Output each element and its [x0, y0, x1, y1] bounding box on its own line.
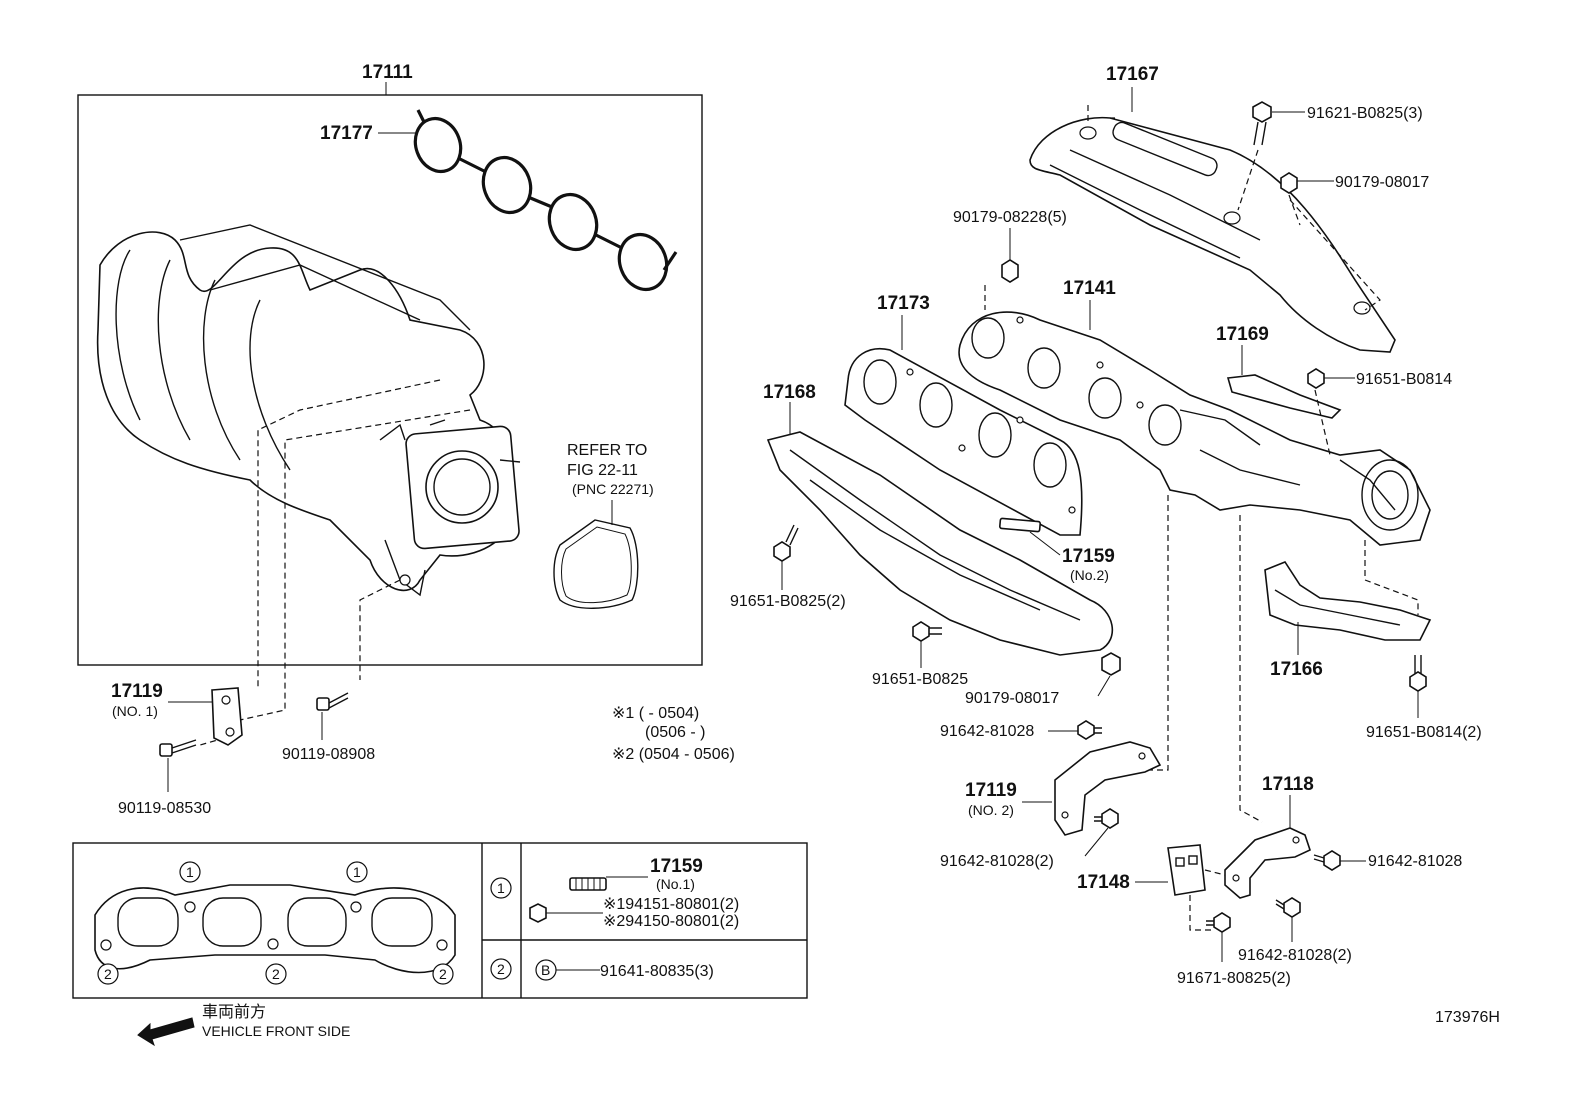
part-number-94151[interactable]: ※194151-80801(2) — [603, 896, 739, 913]
part-sub-17159-no1: (No.1) — [656, 876, 695, 892]
front-text-jp: 車両前方 — [202, 1003, 266, 1021]
refer-pnc-text: (PNC 22271) — [572, 481, 654, 497]
part-number-91651-B0814-2[interactable]: 91651-B0814(2) — [1366, 724, 1482, 741]
bolt-91642-81028-a[interactable] — [1077, 720, 1102, 740]
part-number-91651-B0814-top[interactable]: 91651-B0814 — [1356, 371, 1452, 388]
table-row1-key: 1 — [497, 880, 505, 896]
part-number-94150[interactable]: ※294150-80801(2) — [603, 913, 739, 930]
front-text-en: VEHICLE FRONT SIDE — [202, 1023, 350, 1039]
nut-94151[interactable] — [529, 903, 547, 923]
throttle-gasket-outline — [553, 519, 639, 609]
front-arrow-icon — [137, 1017, 195, 1047]
diagram-id: 173976H — [1435, 1009, 1500, 1026]
part-number-90179-08017-top[interactable]: 90179-08017 — [1335, 174, 1429, 191]
part-number-17119-no2[interactable]: 17119 — [965, 780, 1017, 801]
intake-manifold-body — [96, 224, 521, 597]
part-number-17148[interactable]: 17148 — [1077, 872, 1130, 893]
part-number-17173[interactable]: 17173 — [877, 293, 930, 314]
circle-2-left: 2 — [104, 966, 112, 982]
part-number-90119-08908[interactable]: 90119-08908 — [282, 746, 375, 763]
exhaust-manifold-17141[interactable] — [958, 311, 1431, 546]
bolt-91651-B0814-2[interactable] — [1409, 655, 1427, 692]
part-number-17169[interactable]: 17169 — [1216, 324, 1269, 345]
stud-17159-no1[interactable] — [569, 877, 607, 891]
heat-insulator-17166[interactable] — [1264, 561, 1432, 641]
part-number-91621-B0825[interactable]: 91621-B0825(3) — [1307, 105, 1423, 122]
plate-17148[interactable] — [1167, 844, 1206, 896]
bolt-90119-08908[interactable] — [316, 692, 349, 711]
part-number-17168[interactable]: 17168 — [763, 382, 816, 403]
bracket-17119-no2[interactable] — [1054, 741, 1162, 836]
part-number-17167[interactable]: 17167 — [1106, 64, 1159, 85]
bracket-17169[interactable] — [1226, 374, 1342, 419]
part-number-91642-81028-d[interactable]: 91642-81028(2) — [1238, 947, 1352, 964]
part-number-17159-no2[interactable]: 17159 — [1062, 546, 1115, 567]
part-sub-17119-no2: (NO. 2) — [968, 802, 1014, 818]
vehicle-front-indicator: 車両前方 VEHICLE FRONT SIDE — [137, 1003, 350, 1047]
part-number-91642-81028-a[interactable]: 91642-81028 — [940, 723, 1034, 740]
circle-1-right: 1 — [353, 864, 361, 880]
note-1b: (0506 - ) — [645, 724, 705, 741]
nut-90179-08017-mid[interactable] — [1101, 652, 1121, 676]
bolt-91671-80825[interactable] — [1206, 912, 1231, 933]
bracket-17119-no1[interactable] — [211, 687, 243, 746]
intake-manifold-assembly-group: 17111 17177 REFER TO — [77, 62, 703, 746]
circle-2-right: 2 — [439, 966, 447, 982]
bolt-91642-81028-d[interactable] — [1275, 897, 1301, 918]
part-number-91641[interactable]: 91641-80835(3) — [600, 963, 714, 980]
bolt-91651-B0825-2[interactable] — [773, 524, 799, 562]
part-number-91671-80825[interactable]: 91671-80825(2) — [1177, 970, 1291, 987]
refer-fig-text[interactable]: FIG 22-11 — [567, 462, 638, 479]
bolt-90119-08530[interactable] — [159, 739, 197, 757]
bolt-91651-B0814-top[interactable] — [1307, 368, 1325, 389]
stud-location-table: 1 1 2 2 2 1 2 17159 (No.1) ※194151-80801… — [72, 842, 808, 999]
part-number-91651-B0825[interactable]: 91651-B0825 — [872, 671, 968, 688]
intake-manifold-box — [77, 94, 703, 666]
part-number-91651-B0825-2[interactable]: 91651-B0825(2) — [730, 593, 846, 610]
part-number-17111[interactable]: 17111 — [362, 62, 413, 83]
heat-insulator-17168[interactable] — [766, 431, 1114, 656]
part-number-17177[interactable]: 17177 — [320, 123, 373, 144]
part-number-17159-no1[interactable]: 17159 — [650, 856, 703, 877]
note-2: ※2 (0504 - 0506) — [612, 746, 735, 763]
part-number-90119-08530[interactable]: 90119-08530 — [118, 800, 211, 817]
intake-gasket-17177[interactable] — [408, 109, 678, 296]
bolt-91621-B0825[interactable] — [1252, 101, 1272, 146]
circle-1-left: 1 — [186, 864, 194, 880]
part-sub-17119-no1: (NO. 1) — [112, 703, 158, 719]
part-number-17119-no1[interactable]: 17119 — [111, 681, 163, 702]
heat-insulator-17167[interactable] — [1029, 116, 1396, 353]
bracket-17118[interactable] — [1224, 827, 1311, 899]
stud-17159-no2[interactable] — [999, 517, 1041, 533]
note-1: ※1 ( - 0504) — [612, 705, 699, 722]
part-number-17118[interactable]: 17118 — [1262, 774, 1314, 795]
part-number-90179-08017-mid[interactable]: 90179-08017 — [965, 690, 1059, 707]
part-number-17141[interactable]: 17141 — [1063, 278, 1116, 299]
bolt-91642-81028-b[interactable] — [1094, 808, 1119, 829]
part-number-91642-81028-b[interactable]: 91642-81028(2) — [940, 853, 1054, 870]
circle-2-mid: 2 — [272, 966, 280, 982]
circle-b: B — [541, 962, 550, 978]
nut-90179-08017-top[interactable] — [1280, 172, 1298, 194]
table-row2-key: 2 — [497, 961, 505, 977]
part-number-17166[interactable]: 17166 — [1270, 659, 1323, 680]
part-number-90179-08228[interactable]: 90179-08228(5) — [953, 209, 1067, 226]
bolt-91642-81028-c[interactable] — [1313, 850, 1341, 871]
part-sub-17159-no2: (No.2) — [1070, 567, 1109, 583]
refer-to-text: REFER TO — [567, 442, 647, 459]
gasket-location-drawing: 1 1 2 2 2 — [94, 861, 456, 985]
nut-90179-08228[interactable] — [1001, 259, 1019, 283]
exhaust-gasket-17173[interactable] — [844, 348, 1083, 536]
bolt-91651-B0825[interactable] — [912, 621, 942, 642]
part-number-91642-81028-c[interactable]: 91642-81028 — [1368, 853, 1462, 870]
